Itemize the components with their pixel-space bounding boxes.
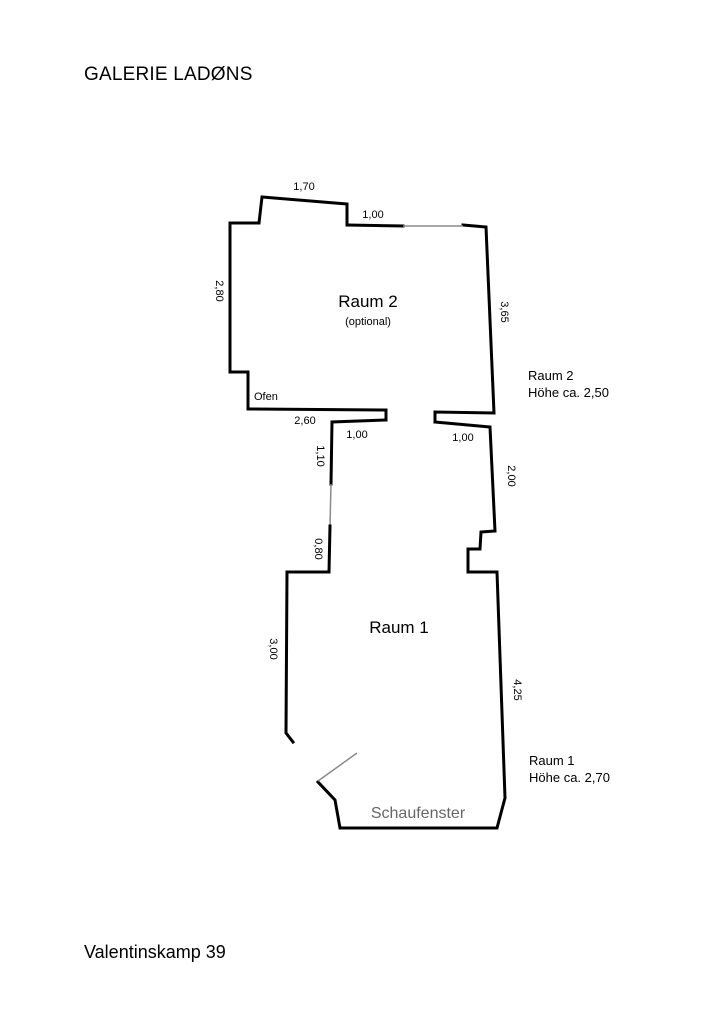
dim-r2-bottom: 2,60 [294,415,315,427]
label-schaufenster: Schaufenster [371,805,466,822]
wall-raum1-right [315,570,507,830]
room-raum2-sub: (optional) [345,316,391,328]
wall-raum2-main [228,195,388,422]
note-raum1: Raum 1 Höhe ca. 2,70 [529,752,610,786]
wall-corridor-right [433,420,499,574]
room-raum2-name: Raum 2 [338,292,398,311]
dim-corridor-right: 2,00 [505,465,517,486]
door-entrance [317,752,358,782]
note-raum2: Raum 2 Höhe ca. 2,50 [528,367,609,401]
note-raum2-height: Höhe ca. 2,50 [528,385,609,400]
note-raum1-height: Höhe ca. 2,70 [529,770,610,785]
room-raum1-name: Raum 1 [369,618,429,637]
dim-door-right: 1,00 [452,432,473,444]
address: Valentinskamp 39 [84,942,226,962]
label-ofen: Ofen [254,391,278,403]
dim-r1-right: 4,25 [511,679,523,700]
wall-raum1-left [284,524,332,745]
dim-door-left: 1,00 [346,429,367,441]
dim-corridor-upper: 1,10 [314,445,326,466]
wall-raum2-top-right [433,223,496,424]
dim-top-opening: 1,00 [362,209,383,221]
dim-corridor-lower: 0,80 [312,538,324,559]
note-raum2-name: Raum 2 [528,368,574,383]
wall-corridor-left-upper [329,418,388,486]
dim-r2-left: 2,80 [213,280,225,301]
dim-r2-right: 3,65 [498,301,510,322]
dim-r1-left: 3,00 [267,638,279,659]
page-title: GALERIE LADØNS [84,64,253,85]
dim-top-left: 1,70 [293,181,314,193]
note-raum1-name: Raum 1 [529,753,575,768]
opening-corridor-left [329,483,332,527]
wall-raum2-top-segment [345,223,405,228]
